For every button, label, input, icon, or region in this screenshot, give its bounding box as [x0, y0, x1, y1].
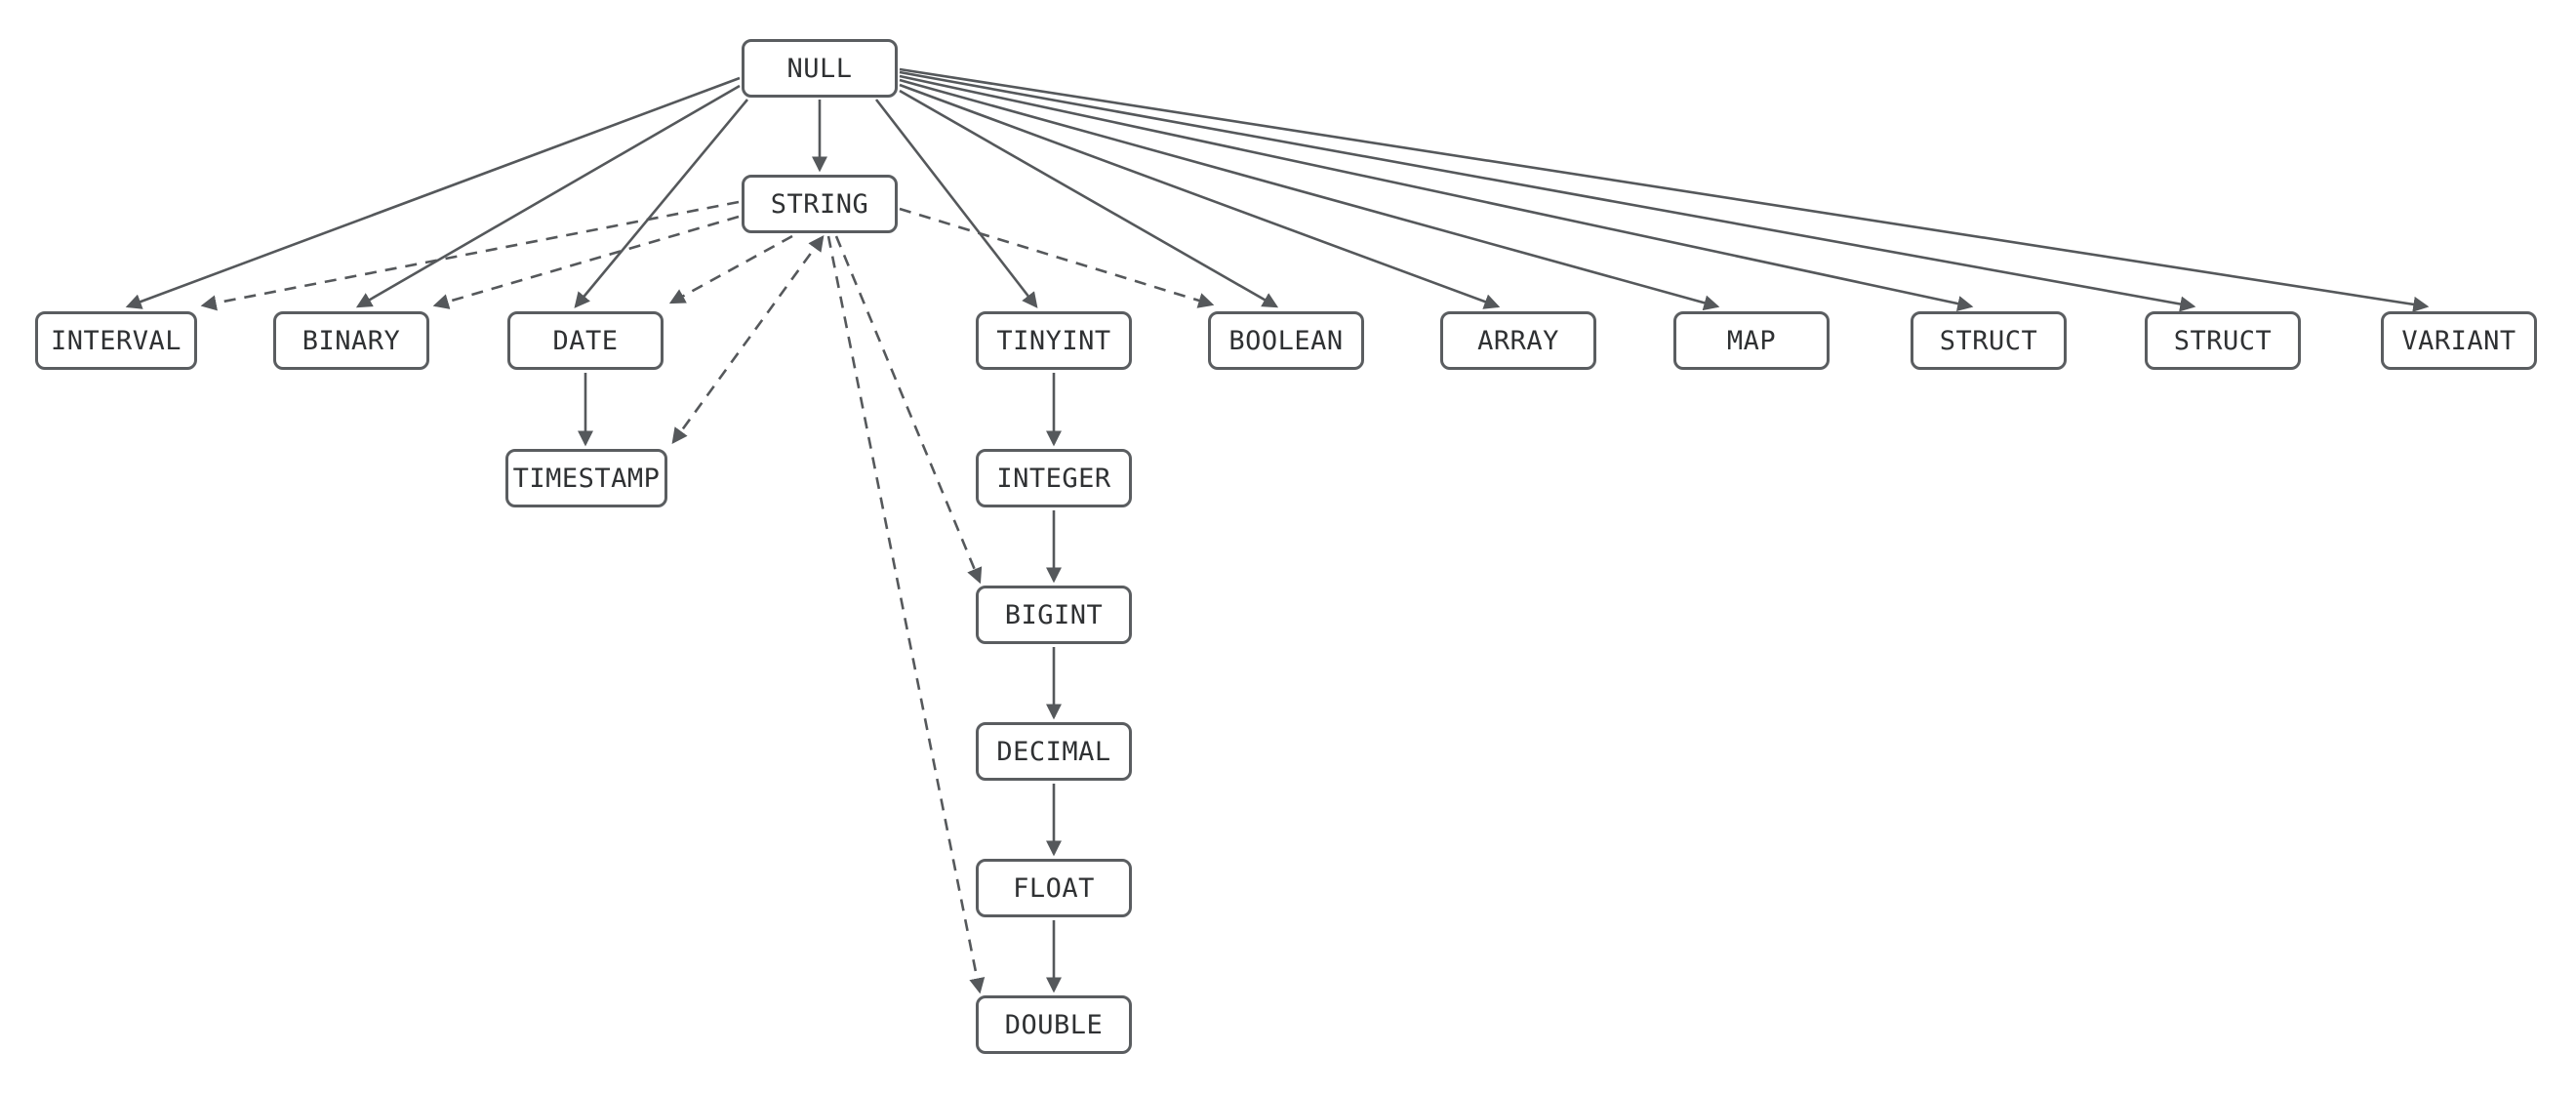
node-label-binary: BINARY	[302, 325, 401, 356]
node-double: DOUBLE	[976, 995, 1132, 1054]
edge-string-to-boolean	[899, 207, 1215, 308]
node-tinyint: TINYINT	[976, 311, 1132, 370]
node-variant: VARIANT	[2381, 311, 2537, 370]
node-interval: INTERVAL	[35, 311, 197, 370]
node-label-bigint: BIGINT	[1004, 599, 1104, 630]
node-boolean: BOOLEAN	[1208, 311, 1364, 370]
edge-null-to-binary	[355, 84, 741, 308]
node-label-interval: INTERVAL	[50, 325, 182, 356]
node-label-timestamp: TIMESTAMP	[512, 463, 661, 494]
node-float: FLOAT	[976, 859, 1132, 917]
edge-string-to-timestamp	[671, 235, 825, 444]
node-string: STRING	[742, 175, 898, 233]
node-label-map: MAP	[1726, 325, 1777, 356]
node-struct-1: STRUCT	[1911, 311, 2067, 370]
node-array: ARRAY	[1440, 311, 1596, 370]
edge-null-to-struct-1	[899, 74, 1974, 312]
edge-string-to-double	[826, 235, 986, 994]
edge-null-to-map	[899, 78, 1720, 311]
node-label-array: ARRAY	[1477, 325, 1559, 356]
node-bigint: BIGINT	[976, 586, 1132, 644]
node-label-double: DOUBLE	[1004, 1009, 1104, 1040]
node-label-decimal: DECIMAL	[996, 736, 1111, 767]
node-label-struct-2: STRUCT	[2173, 325, 2273, 356]
edge-null-to-date	[574, 99, 749, 308]
node-label-string: STRING	[770, 188, 869, 220]
node-binary: BINARY	[273, 311, 429, 370]
edge-null-to-boolean	[899, 89, 1279, 308]
edge-string-to-interval	[200, 200, 740, 311]
node-integer: INTEGER	[976, 449, 1132, 507]
node-timestamp: TIMESTAMP	[505, 449, 667, 507]
node-date: DATE	[507, 311, 664, 370]
node-label-tinyint: TINYINT	[996, 325, 1111, 356]
edge-null-to-tinyint	[874, 99, 1038, 308]
node-map: MAP	[1673, 311, 1830, 370]
node-label-null: NULL	[786, 53, 853, 84]
edge-string-to-bigint	[834, 235, 983, 585]
node-label-float: FLOAT	[1013, 872, 1095, 904]
edge-null-to-array	[899, 83, 1501, 309]
edge-null-to-interval	[125, 76, 741, 309]
edge-null-to-variant	[899, 67, 2430, 312]
node-label-date: DATE	[552, 325, 619, 356]
node-label-boolean: BOOLEAN	[1228, 325, 1344, 356]
edge-string-to-date	[668, 234, 793, 304]
node-null: NULL	[742, 39, 898, 98]
node-label-integer: INTEGER	[996, 463, 1111, 494]
node-decimal: DECIMAL	[976, 722, 1132, 781]
edge-null-to-struct-2	[899, 70, 2196, 312]
node-label-struct-1: STRUCT	[1939, 325, 2038, 356]
node-label-variant: VARIANT	[2401, 325, 2516, 356]
node-struct-2: STRUCT	[2145, 311, 2301, 370]
